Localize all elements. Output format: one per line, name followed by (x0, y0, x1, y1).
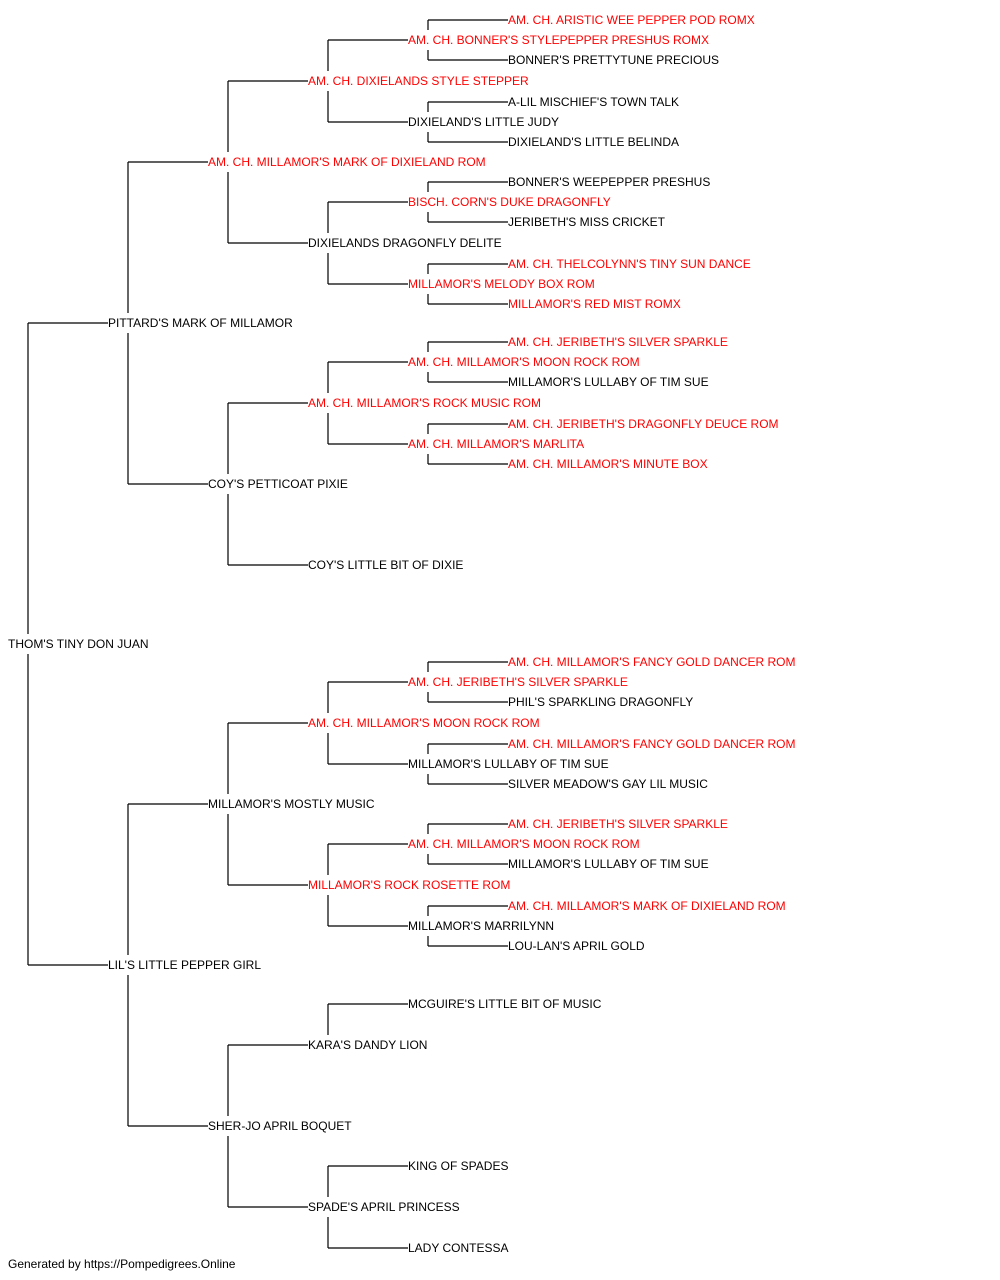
pedigree-node: KARA'S DANDY LION (308, 1038, 427, 1052)
pedigree-node: AM. CH. MILLAMOR'S MOON ROCK ROM (408, 355, 640, 369)
pedigree-node: AM. CH. DIXIELANDS STYLE STEPPER (308, 74, 529, 88)
pedigree-node: BONNER'S PRETTYTUNE PRECIOUS (508, 53, 719, 67)
pedigree-node: AM. CH. MILLAMOR'S MARK OF DIXIELAND ROM (508, 899, 786, 913)
pedigree-node: KING OF SPADES (408, 1159, 508, 1173)
pedigree-node: PITTARD'S MARK OF MILLAMOR (108, 316, 293, 330)
pedigree-node: AM. CH. MILLAMOR'S MINUTE BOX (508, 457, 708, 471)
pedigree-node: AM. CH. MILLAMOR'S MARLITA (408, 437, 584, 451)
pedigree-node: AM. CH. MILLAMOR'S MARK OF DIXIELAND ROM (208, 155, 486, 169)
pedigree-node: JERIBETH'S MISS CRICKET (508, 215, 666, 229)
pedigree-node: SPADE'S APRIL PRINCESS (308, 1200, 460, 1214)
pedigree-node: MCGUIRE'S LITTLE BIT OF MUSIC (408, 997, 602, 1011)
pedigree-node: BISCH. CORN'S DUKE DRAGONFLY (408, 195, 611, 209)
pedigree-node: MILLAMOR'S MOSTLY MUSIC (208, 797, 375, 811)
pedigree-node: LOU-LAN'S APRIL GOLD (508, 939, 645, 953)
pedigree-node: AM. CH. JERIBETH'S DRAGONFLY DEUCE ROM (508, 417, 779, 431)
pedigree-node: SHER-JO APRIL BOQUET (208, 1119, 352, 1133)
pedigree-node: THOM'S TINY DON JUAN (8, 637, 149, 651)
pedigree-node: DIXIELAND'S LITTLE JUDY (408, 115, 559, 129)
pedigree-node: LIL'S LITTLE PEPPER GIRL (108, 958, 261, 972)
pedigree-node: AM. CH. BONNER'S STYLEPEPPER PRESHUS ROM… (408, 33, 709, 47)
pedigree-node: MILLAMOR'S MARRILYNN (408, 919, 554, 933)
pedigree-node: AM. CH. ARISTIC WEE PEPPER POD ROMX (508, 13, 755, 27)
pedigree-node: AM. CH. MILLAMOR'S FANCY GOLD DANCER ROM (508, 737, 795, 751)
pedigree-node: AM. CH. MILLAMOR'S FANCY GOLD DANCER ROM (508, 655, 795, 669)
footer-credit: Generated by https://Pompedigrees.Online (8, 1257, 236, 1271)
pedigree-node: PHIL'S SPARKLING DRAGONFLY (508, 695, 693, 709)
pedigree-node: A-LIL MISCHIEF'S TOWN TALK (508, 95, 679, 109)
pedigree-node: DIXIELANDS DRAGONFLY DELITE (308, 236, 502, 250)
pedigree-node: AM. CH. MILLAMOR'S MOON ROCK ROM (308, 716, 540, 730)
pedigree-node: MILLAMOR'S LULLABY OF TIM SUE (408, 757, 609, 771)
pedigree-node: MILLAMOR'S MELODY BOX ROM (408, 277, 595, 291)
pedigree-node: MILLAMOR'S RED MIST ROMX (508, 297, 681, 311)
pedigree-node: AM. CH. MILLAMOR'S ROCK MUSIC ROM (308, 396, 541, 410)
pedigree-node: AM. CH. MILLAMOR'S MOON ROCK ROM (408, 837, 640, 851)
pedigree-node: LADY CONTESSA (408, 1241, 508, 1255)
pedigree-node: SILVER MEADOW'S GAY LIL MUSIC (508, 777, 708, 791)
pedigree-node: MILLAMOR'S LULLABY OF TIM SUE (508, 857, 709, 871)
pedigree-node: AM. CH. JERIBETH'S SILVER SPARKLE (508, 335, 728, 349)
pedigree-node: DIXIELAND'S LITTLE BELINDA (508, 135, 679, 149)
pedigree-node: BONNER'S WEEPEPPER PRESHUS (508, 175, 710, 189)
pedigree-node: MILLAMOR'S ROCK ROSETTE ROM (308, 878, 510, 892)
pedigree-node: COY'S LITTLE BIT OF DIXIE (308, 558, 463, 572)
pedigree-node: MILLAMOR'S LULLABY OF TIM SUE (508, 375, 709, 389)
pedigree-node: AM. CH. THELCOLYNN'S TINY SUN DANCE (508, 257, 751, 271)
pedigree-node: AM. CH. JERIBETH'S SILVER SPARKLE (408, 675, 628, 689)
pedigree-node: AM. CH. JERIBETH'S SILVER SPARKLE (508, 817, 728, 831)
pedigree-node: COY'S PETTICOAT PIXIE (208, 477, 348, 491)
